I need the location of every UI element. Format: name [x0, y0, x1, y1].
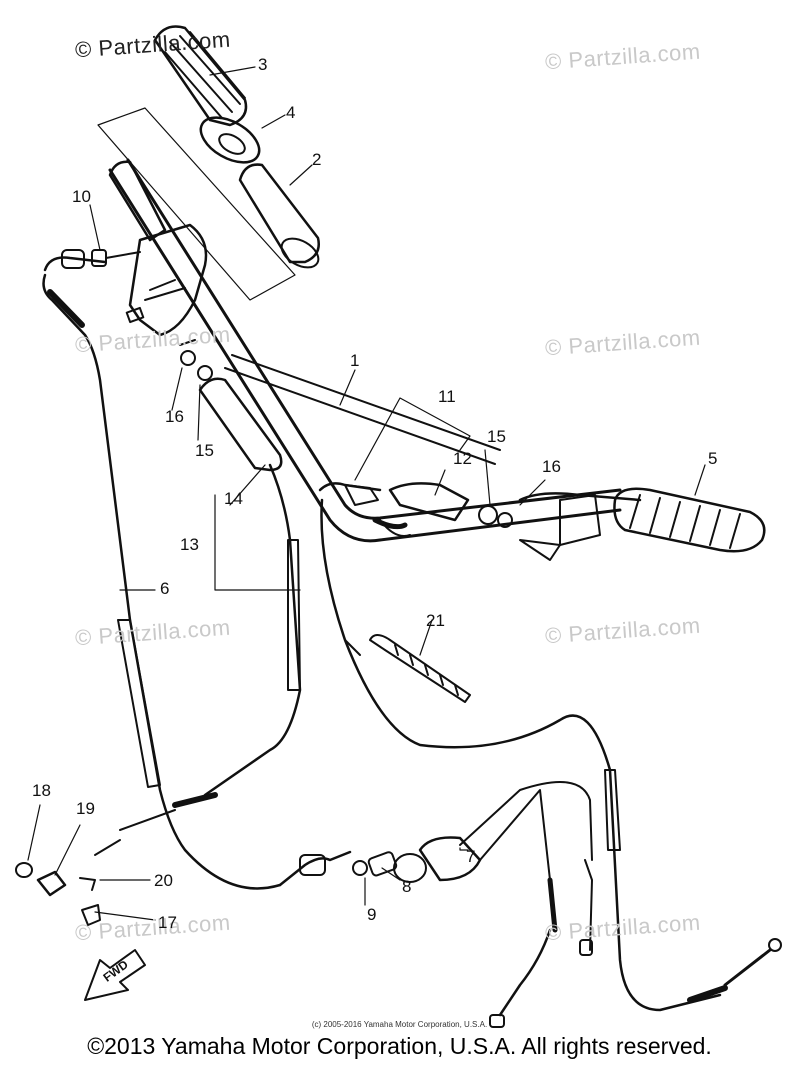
callout-16b: 16 — [542, 457, 561, 476]
callout-1: 1 — [350, 351, 360, 370]
callout-13: 13 — [180, 535, 199, 554]
callout-15b: 15 — [487, 427, 506, 446]
callout-6: 6 — [160, 579, 170, 598]
copyright-footer: ©2013 Yamaha Motor Corporation, U.S.A. A… — [87, 1033, 712, 1059]
clutch-assembly-bracket — [354, 397, 471, 481]
throttle-housing — [108, 160, 208, 337]
handlebar — [108, 158, 622, 543]
callout-4: 4 — [286, 103, 296, 122]
callout-16a: 16 — [165, 407, 184, 426]
grip-top — [153, 25, 248, 127]
leader-lines — [27, 66, 706, 921]
callout-20: 20 — [154, 871, 173, 890]
callout-17: 17 — [158, 913, 177, 932]
callout-11: 11 — [438, 387, 456, 406]
callout-10: 10 — [72, 187, 91, 206]
grip-ring — [199, 116, 261, 164]
callout-12: 12 — [453, 449, 472, 468]
throttle-cable — [42, 273, 282, 890]
small-hardware — [15, 862, 101, 926]
callout-3: 3 — [258, 55, 268, 74]
callout-7: 7 — [466, 847, 476, 866]
cable-junction — [393, 781, 593, 1028]
cable-band — [369, 634, 471, 703]
callout-2: 2 — [312, 150, 322, 169]
callout-5: 5 — [708, 449, 718, 468]
grip-left — [518, 487, 766, 561]
throttle-assembly-bracket — [97, 107, 296, 301]
clutch-perch — [318, 482, 513, 530]
cable-adjuster — [352, 851, 398, 877]
fwd-arrow — [84, 949, 146, 1001]
callout-9: 9 — [367, 905, 377, 924]
throttle-sleeve — [238, 163, 320, 269]
throttle-housing-lower — [179, 339, 283, 472]
clutch-cable — [320, 498, 722, 1012]
callout-18: 18 — [32, 781, 51, 800]
callout-19: 19 — [76, 799, 95, 818]
callout-21: 21 — [426, 611, 445, 630]
throttle-cable-end — [43, 249, 141, 272]
inner-credit: (c) 2005-2016 Yamaha Motor Corporation, … — [311, 1020, 488, 1029]
throttle-cable-lower — [278, 850, 352, 887]
callout-8: 8 — [402, 877, 412, 896]
callout-14: 14 — [224, 489, 243, 508]
callout-15a: 15 — [195, 441, 214, 460]
